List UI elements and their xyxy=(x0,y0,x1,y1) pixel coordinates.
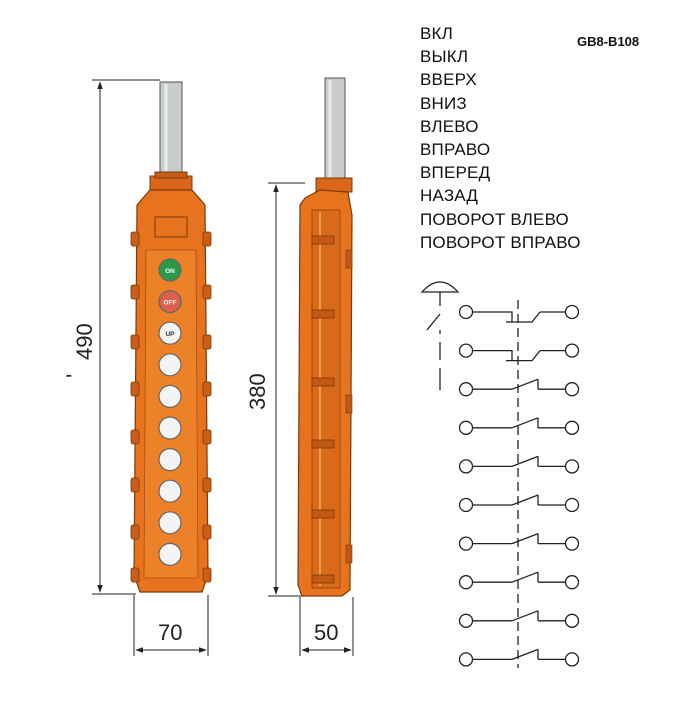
no-contact-blade xyxy=(511,417,539,429)
cable xyxy=(159,81,183,183)
no-contact-blade xyxy=(511,494,539,506)
terminal-right xyxy=(564,420,580,435)
no-contact-blade xyxy=(511,455,539,468)
terminal-right xyxy=(564,304,580,320)
terminal-right xyxy=(564,652,580,667)
dimension-total-height-prefix: ' xyxy=(62,374,87,378)
terminal-right xyxy=(564,575,580,590)
function-label: ВВЕРХ xyxy=(420,70,477,90)
pendant-button xyxy=(158,542,182,567)
pendant-button xyxy=(158,416,182,440)
pendant-button xyxy=(158,511,182,535)
pendant-button xyxy=(158,321,182,345)
contact-row xyxy=(458,648,580,667)
mushroom-button-symbol xyxy=(420,281,460,293)
pendant-button xyxy=(158,384,182,408)
pendant-button xyxy=(158,479,182,503)
wiring-schematic xyxy=(420,281,580,668)
no-contact-blade xyxy=(511,532,539,545)
no-contact-blade xyxy=(511,610,539,622)
no-contact-blade xyxy=(511,648,539,661)
side-cable xyxy=(324,77,346,183)
terminal-left xyxy=(458,343,474,358)
button-label: UP xyxy=(165,331,175,338)
function-list: ВКЛ ВЫКЛ ВВЕРХ ВНИЗ ВЛЕВО ВПРАВО ВПЕРЕД … xyxy=(420,22,581,254)
button-label: OFF xyxy=(164,300,177,307)
function-label: ВПЕРЕД xyxy=(420,163,491,183)
function-label: ВПРАВО xyxy=(420,140,491,160)
terminal-left xyxy=(458,652,474,667)
pendant-button xyxy=(158,353,182,377)
nc-contact xyxy=(473,311,513,322)
contact-rows xyxy=(458,304,580,667)
contact-row xyxy=(458,343,580,362)
contact-row xyxy=(458,455,580,474)
function-label: ВНИЗ xyxy=(420,93,467,113)
pendant-button xyxy=(158,448,182,472)
nc-contact xyxy=(473,349,513,361)
contact-row xyxy=(458,494,580,513)
dimension-total-height: 490 xyxy=(72,323,97,360)
terminal-left xyxy=(458,382,474,397)
nc-contact-blade xyxy=(506,311,541,323)
function-label: ПОВОРОТ ВПРАВО xyxy=(420,232,581,252)
dimension-width: 70 xyxy=(158,620,182,645)
terminal-left xyxy=(458,304,474,320)
function-label: ВЫКЛ xyxy=(420,47,469,67)
button-column: ON OFF UP xyxy=(158,258,182,567)
terminal-right xyxy=(564,497,580,513)
pendant-button xyxy=(158,258,182,282)
front-view: ON OFF UP xyxy=(130,81,212,593)
button-label: ON xyxy=(165,268,175,275)
terminal-left xyxy=(458,613,474,628)
terminal-right xyxy=(564,459,580,474)
function-label: ПОВОРОТ ВЛЕВО xyxy=(420,209,569,229)
function-label: НАЗАД xyxy=(420,186,479,206)
contact-row xyxy=(458,571,580,590)
dimension-depth: 50 xyxy=(314,620,338,645)
contact-row xyxy=(458,304,580,323)
terminal-left xyxy=(458,497,474,513)
contact-row xyxy=(458,532,580,551)
nameplate xyxy=(154,216,188,238)
terminal-left xyxy=(458,459,474,474)
side-view xyxy=(297,77,353,597)
no-contact-blade xyxy=(511,378,539,390)
nc-contact-blade xyxy=(506,350,541,362)
contact-row xyxy=(458,610,580,628)
dimension-body-height: 380 xyxy=(245,373,270,410)
function-label: ВЛЕВО xyxy=(420,116,479,136)
terminal-right xyxy=(564,536,580,551)
terminal-right xyxy=(564,343,580,358)
terminal-left xyxy=(458,575,474,590)
no-contact-blade xyxy=(511,571,539,583)
contact-row xyxy=(458,417,580,435)
model-number: GB8-B108 xyxy=(577,34,640,49)
pendant-button xyxy=(158,290,182,314)
dimension-lines xyxy=(92,79,354,656)
terminal-left xyxy=(458,536,474,551)
contact-row xyxy=(458,378,580,397)
terminal-left xyxy=(458,420,474,435)
terminal-right xyxy=(564,382,580,397)
function-label: ВКЛ xyxy=(420,24,453,43)
terminal-right xyxy=(564,613,580,628)
